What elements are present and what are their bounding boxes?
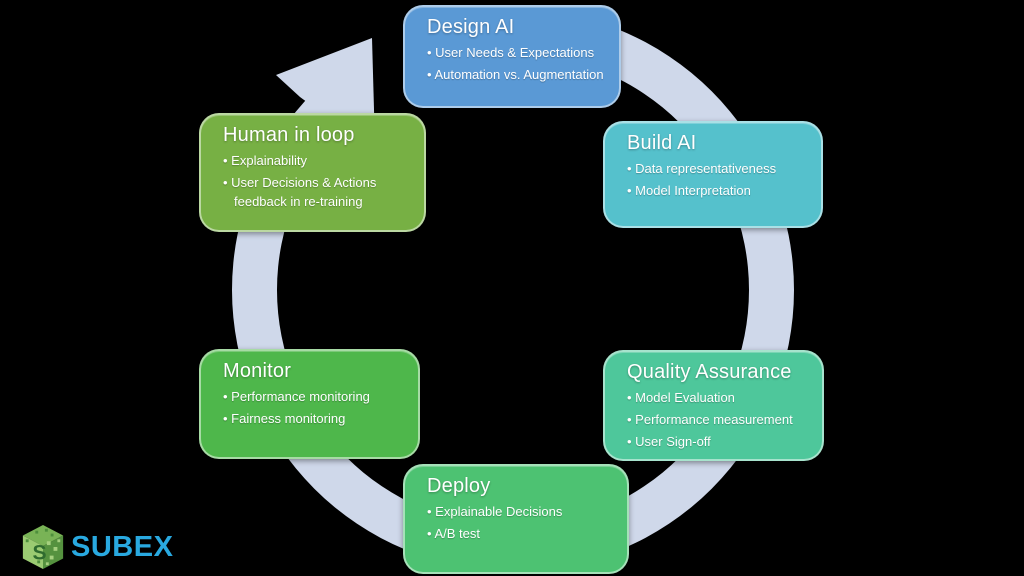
stage-title: Quality Assurance [627, 361, 792, 383]
subex-logo: S SUBEX [20, 524, 173, 570]
bullet-item: Performance monitoring [223, 388, 408, 407]
bullet-item: User Sign-off [627, 433, 812, 452]
svg-text:S: S [32, 541, 46, 564]
bullet-item: A/B test [427, 525, 617, 544]
subex-logo-text: SUBEX [71, 531, 174, 563]
stage-title: Deploy [427, 475, 491, 497]
bullet-item: Fairness monitoring [223, 410, 408, 429]
stage-card-monitor: Monitor Performance monitoring Fairness … [199, 349, 420, 459]
bullet-item: User Needs & Expectations [427, 44, 609, 63]
stage-bullets: Performance monitoring Fairness monitori… [223, 388, 408, 429]
stage-bullets: User Needs & Expectations Automation vs.… [427, 44, 609, 85]
stage-bullets: Explainability User Decisions & Actions … [223, 152, 414, 212]
bullet-item: Explainability [223, 152, 414, 171]
bullet-item: Model Evaluation [627, 389, 812, 408]
stage-bullets: Data representativeness Model Interpreta… [627, 160, 811, 201]
stage-title: Monitor [223, 360, 292, 382]
bullet-item: Automation vs. Augmentation [427, 66, 609, 85]
bullet-item: Explainable Decisions [427, 503, 617, 522]
stage-bullets: Model Evaluation Performance measurement… [627, 389, 812, 452]
stage-title: Design AI [427, 16, 515, 38]
stage-card-human-in-loop: Human in loop Explainability User Decisi… [199, 113, 426, 232]
stage-card-quality-assurance: Quality Assurance Model Evaluation Perfo… [603, 350, 824, 461]
bullet-item: Performance measurement [627, 411, 812, 430]
stage-card-build-ai: Build AI Data representativeness Model I… [603, 121, 823, 228]
bullet-item: Data representativeness [627, 160, 811, 179]
bullet-item: User Decisions & Actions feedback in re-… [223, 174, 414, 212]
subex-cube-icon: S [22, 524, 64, 570]
stage-title: Human in loop [223, 124, 355, 146]
stage-title: Build AI [627, 132, 697, 154]
stage-bullets: Explainable Decisions A/B test [427, 503, 617, 544]
stage-card-deploy: Deploy Explainable Decisions A/B test [403, 464, 629, 574]
stage-card-design-ai: Design AI User Needs & Expectations Auto… [403, 5, 621, 108]
bullet-item: Model Interpretation [627, 182, 811, 201]
